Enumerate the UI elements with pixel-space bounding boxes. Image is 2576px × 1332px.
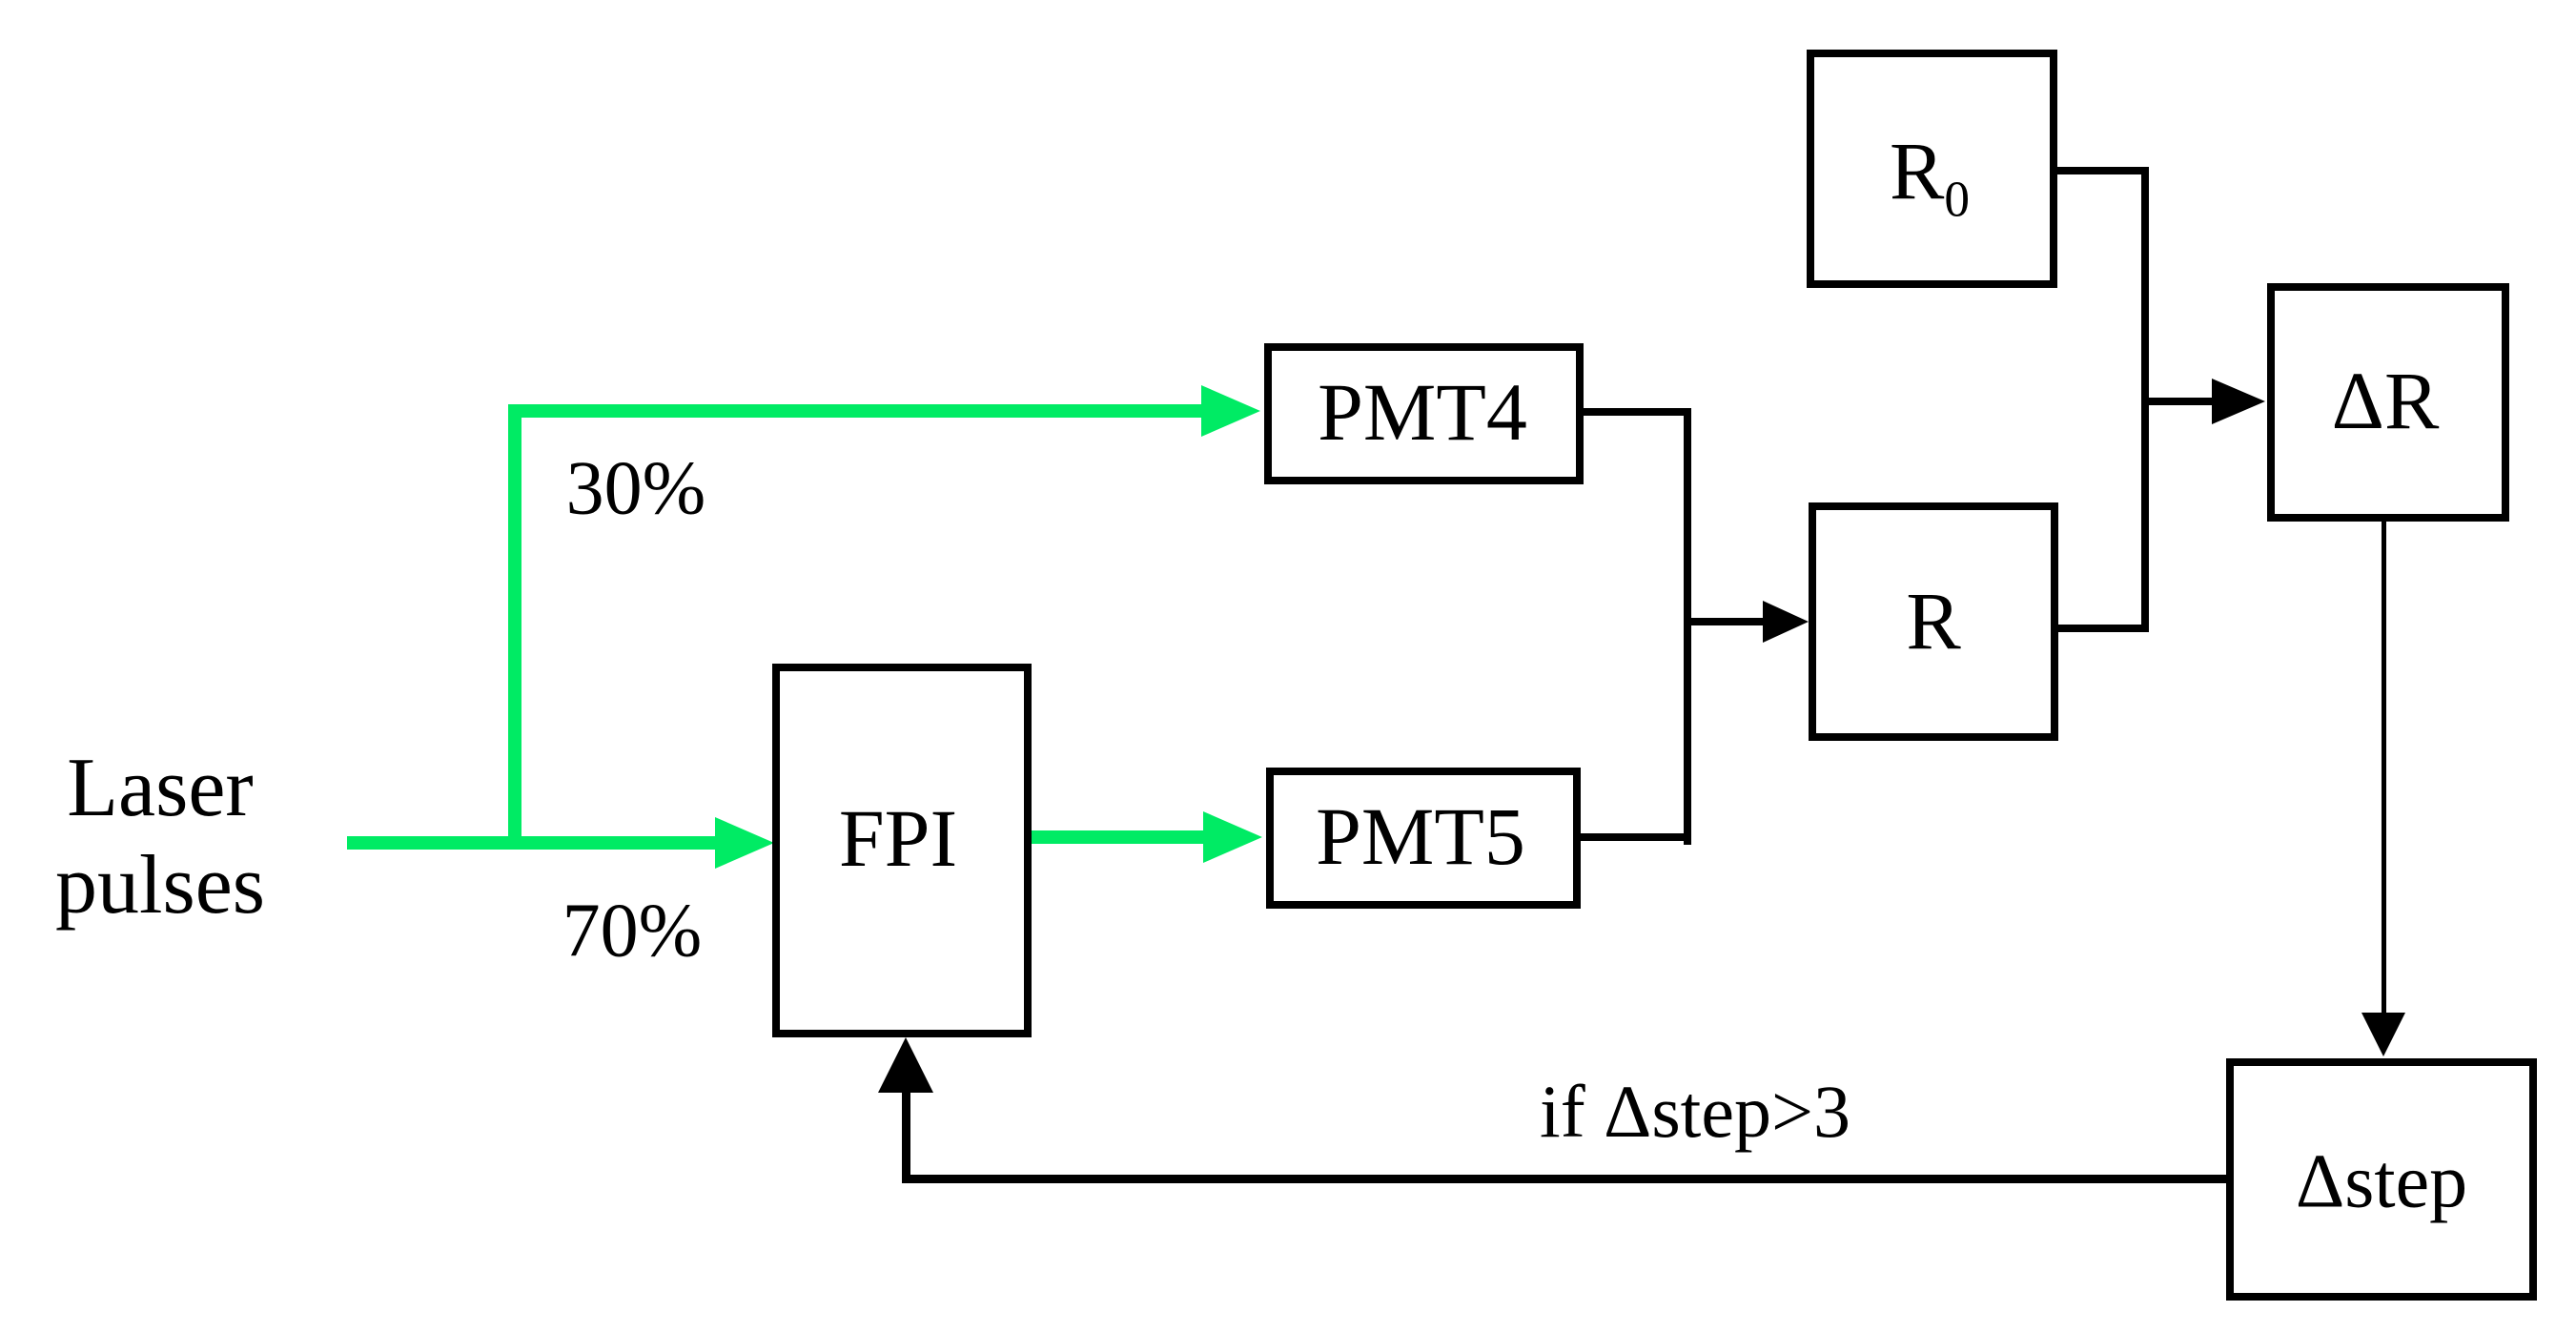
split-30pct-label: 30% <box>565 446 706 531</box>
arrowhead-into-r-icon <box>1763 601 1809 643</box>
r0-output-line <box>2057 167 2149 174</box>
feedback-vertical-line <box>902 1093 910 1183</box>
beam-fpi-to-pmt5-line <box>1032 830 1203 844</box>
laser-pulses-label-line1: Laser <box>67 741 254 834</box>
beam-arrowhead-into-fpi-icon <box>715 817 774 869</box>
delta-r-label: ΔR <box>2331 355 2440 447</box>
arrowhead-into-delta-r-icon <box>2212 379 2265 424</box>
pmt4-label: PMT4 <box>1318 366 1527 459</box>
r-box <box>1809 502 2058 741</box>
delta-step-label: Δstep <box>2295 1139 2468 1224</box>
delta-r-input-line <box>2145 398 2214 405</box>
delta-step-box <box>2226 1058 2537 1301</box>
r-label: R <box>1906 575 1961 667</box>
laser-beam-main-line <box>347 836 721 850</box>
feedback-condition-label: if Δstep>3 <box>1540 1069 1850 1153</box>
laser-pulses-label: Laser pulses <box>55 740 265 934</box>
r-input-line <box>1687 618 1766 625</box>
arrowhead-into-fpi-bottom-icon <box>878 1037 933 1093</box>
laser-pulses-label-line2: pulses <box>55 839 265 932</box>
r0-label: R0 <box>1889 124 1970 224</box>
pmt4-output-line <box>1578 408 1687 416</box>
arrowhead-into-delta-step-icon <box>2361 1013 2405 1056</box>
fpi-label: FPI <box>838 792 958 885</box>
pmt4-box <box>1264 343 1584 484</box>
pmt5-box <box>1266 768 1581 909</box>
delta-r-to-delta-step-line <box>2382 521 2386 1016</box>
beam-split-vertical-line <box>508 404 521 850</box>
pmt5-output-line <box>1579 833 1687 841</box>
beam-branch-30pct-line <box>508 404 1201 418</box>
pmt-junction-vertical-line <box>1684 408 1691 845</box>
delta-r-box <box>2267 283 2509 522</box>
r0-label-subscript: 0 <box>1944 170 1971 228</box>
beam-arrowhead-into-pmt5-icon <box>1203 811 1262 863</box>
fpi-box <box>772 664 1032 1037</box>
r0-label-base: R <box>1889 125 1945 217</box>
r0-box <box>1807 50 2057 288</box>
feedback-horizontal-line <box>906 1175 2226 1183</box>
split-70pct-label: 70% <box>562 889 703 973</box>
pmt5-label: PMT5 <box>1316 790 1525 883</box>
r-output-line <box>2057 625 2149 632</box>
beam-arrowhead-into-pmt4-icon <box>1201 385 1260 437</box>
